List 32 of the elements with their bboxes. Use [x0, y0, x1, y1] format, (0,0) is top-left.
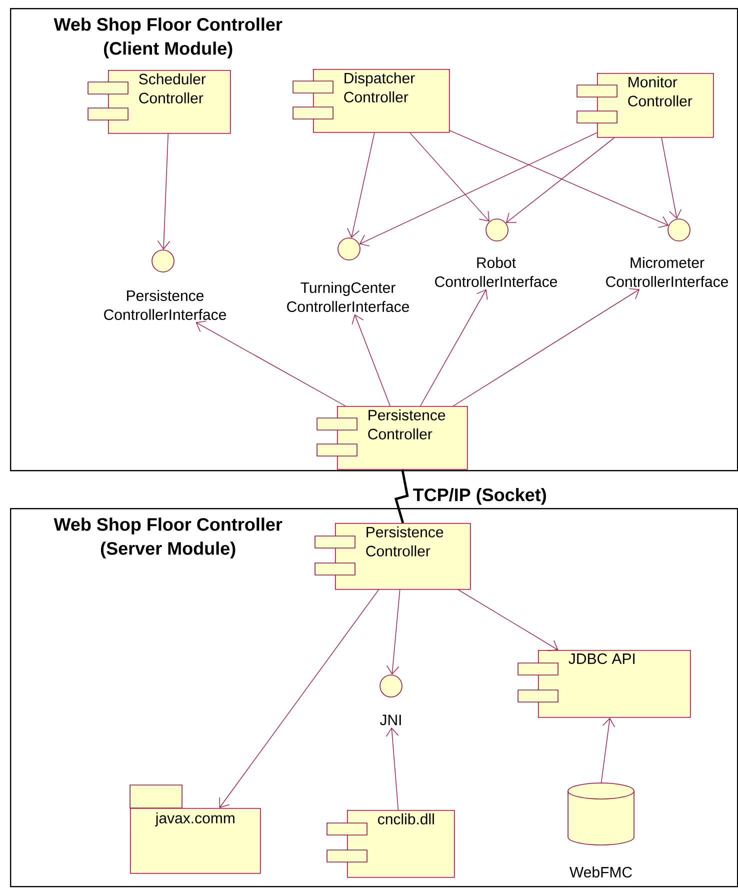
arrow: [420, 289, 488, 406]
arrow: [352, 314, 390, 406]
arrow: [347, 132, 375, 238]
arrow: [386, 589, 400, 675]
component-box: Persistence Controller: [316, 406, 468, 470]
component-box: Scheduler Controller: [88, 70, 231, 134]
arrow: [600, 718, 616, 784]
component-box: Monitor Controller: [576, 73, 714, 138]
component-box: cnclib.dll: [326, 810, 455, 878]
component-box: Dispatcher Controller: [292, 69, 450, 133]
arrow: [386, 727, 399, 810]
arrow: [410, 132, 490, 222]
interface-label: TurningCenter ControllerInterface: [287, 282, 410, 312]
database-label: WebFMC: [570, 866, 632, 878]
component-box: Persistence Controller: [314, 523, 471, 590]
package-box: javax.comm: [130, 784, 261, 874]
lightning-connector: [394, 470, 409, 524]
arrow: [661, 137, 682, 219]
interface-label: Micrometer ControllerInterface: [606, 257, 728, 287]
edge-label: TCP/IP (Socket): [413, 488, 546, 505]
arrow: [359, 132, 598, 246]
interface-label: JNI: [380, 714, 401, 726]
arrow: [157, 133, 170, 250]
arrow: [452, 288, 640, 406]
arrow: [196, 320, 346, 406]
arrow: [506, 137, 615, 223]
arrow: [219, 589, 379, 808]
arrow: [458, 589, 558, 652]
arrow: [449, 130, 669, 228]
interface-label: Persistence ControllerInterface: [104, 290, 226, 320]
component-box: JDBC API: [518, 650, 691, 718]
interface-label: Robot ControllerInterface: [435, 257, 558, 287]
